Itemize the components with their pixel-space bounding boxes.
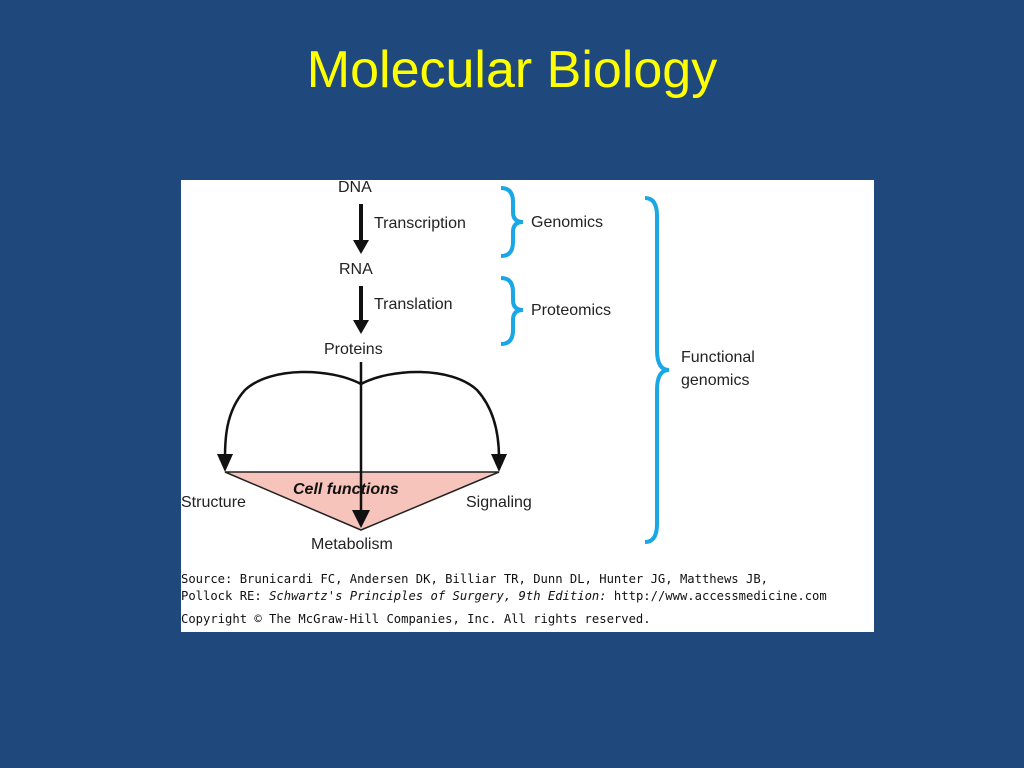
citation-copyright: Copyright © The McGraw-Hill Companies, I… [181, 612, 651, 626]
right-curve-arrowhead [491, 454, 507, 472]
cell-functions-label: Cell functions [293, 481, 399, 498]
node-rna: RNA [339, 261, 373, 278]
node-signaling: Signaling [466, 494, 532, 511]
left-curve-arrow [223, 370, 362, 459]
proteomics-label: Proteomics [531, 302, 611, 319]
edge-translation: Translation [374, 296, 453, 313]
citation-line2: Pollock RE: Schwartz's Principles of Sur… [181, 588, 874, 605]
functional-genomics-label-line2: genomics [681, 372, 749, 389]
edge-transcription: Transcription [374, 215, 466, 232]
left-curve-arrowhead [217, 454, 233, 472]
slide-title: Molecular Biology [306, 41, 718, 99]
right-curve-arrow [360, 370, 501, 459]
citation-book-title: Schwartz's Principles of Surgery, 9th Ed… [269, 589, 607, 603]
citation-line1: Source: Brunicardi FC, Andersen DK, Bill… [181, 572, 768, 586]
center-arrowhead [352, 510, 370, 528]
translation-arrowhead [353, 320, 369, 334]
transcription-arrowhead [353, 240, 369, 254]
diagram-svg: DNA Transcription RNA Translation Protei… [181, 180, 755, 553]
citation-authors: Pollock RE: [181, 589, 270, 603]
functional-genomics-bracket [644, 196, 670, 544]
proteomics-bracket [500, 276, 524, 346]
functional-genomics-label-line1: Functional [681, 349, 755, 366]
node-structure: Structure [181, 494, 246, 511]
node-proteins: Proteins [324, 341, 383, 358]
node-metabolism: Metabolism [311, 536, 393, 553]
source-citation: Source: Brunicardi FC, Andersen DK, Bill… [181, 571, 874, 628]
genomics-bracket [500, 186, 524, 258]
citation-url: http://www.accessmedicine.com [606, 589, 827, 603]
central-dogma-figure: DNA Transcription RNA Translation Protei… [181, 180, 874, 632]
node-dna: DNA [338, 180, 372, 196]
genomics-label: Genomics [531, 214, 603, 231]
